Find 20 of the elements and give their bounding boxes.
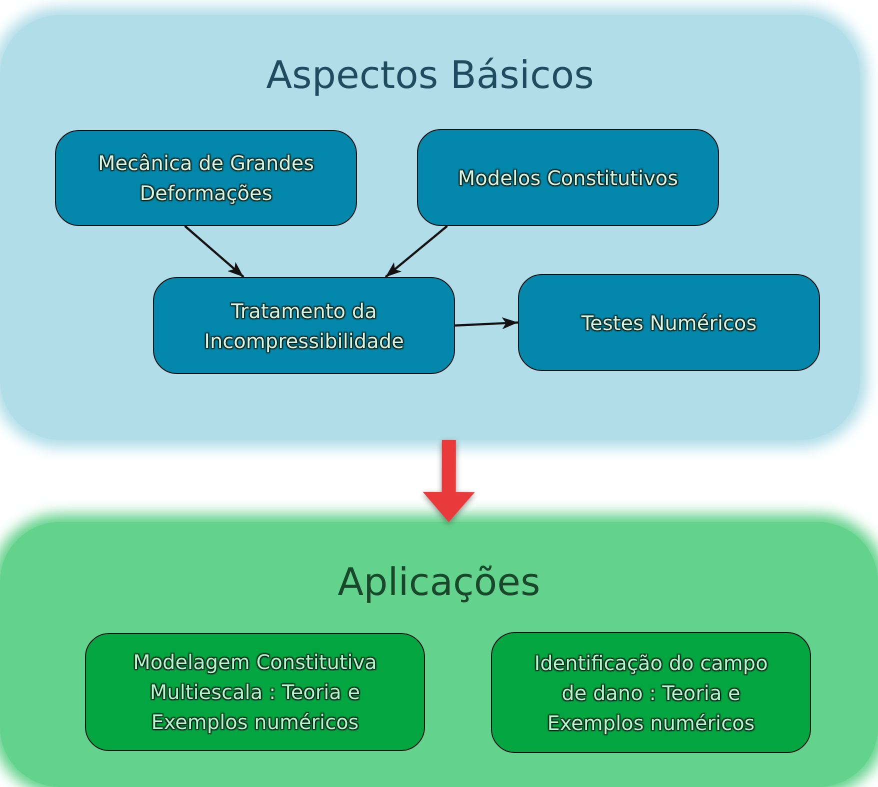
- box-label: Modelos Constitutivos: [458, 164, 678, 192]
- process-box: [417, 129, 719, 226]
- process-box: [55, 130, 357, 226]
- arrow: [422, 440, 475, 522]
- box-label: Mecânica de Grandes Deformações: [96, 150, 316, 207]
- arrow: [384, 225, 448, 278]
- box-label: Identificação do campo de dano : Teoria e Exemplos numéricos: [533, 650, 769, 736]
- arrow: [184, 225, 244, 278]
- section-panel: [0, 522, 878, 787]
- process-box: [153, 277, 455, 374]
- process-box: [518, 274, 820, 371]
- box-label: Modelagem Constitutiva Multiescala : Teoria e Exemplos numéricos: [132, 649, 378, 736]
- section-panel: [0, 15, 860, 440]
- arrow: [454, 317, 518, 330]
- box-label: Tratamento da Incompressibilidade: [203, 298, 405, 354]
- section-title: Aspectos Básicos: [265, 53, 595, 97]
- process-box: [491, 632, 811, 753]
- box-label: Testes Numéricos: [581, 310, 757, 336]
- section-title: Aplicações: [336, 560, 542, 604]
- process-box: [85, 633, 425, 751]
